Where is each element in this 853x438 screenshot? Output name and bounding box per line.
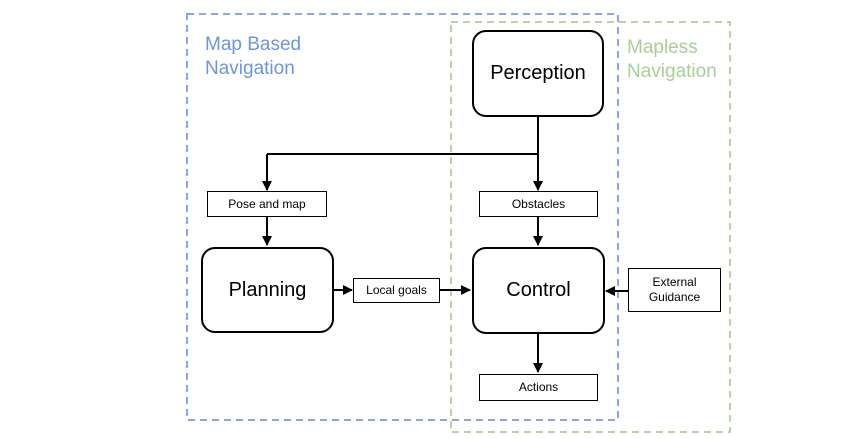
local-goals-box: Local goals [353,278,440,303]
obstacles-box: Obstacles [479,191,598,217]
actions-box: Actions [479,374,598,401]
mapless-region-border [450,21,731,433]
map-based-navigation-label: Map Based Navigation [205,34,302,79]
pose-and-map-box: Pose and map [207,191,327,217]
control-node: Control [472,247,605,334]
perception-node: Perception [472,30,604,117]
map-based-region-border [186,13,619,421]
external-guidance-box: External Guidance [628,268,721,312]
planning-node: Planning [201,247,334,333]
mapless-navigation-label: Mapless Navigation [627,37,717,82]
